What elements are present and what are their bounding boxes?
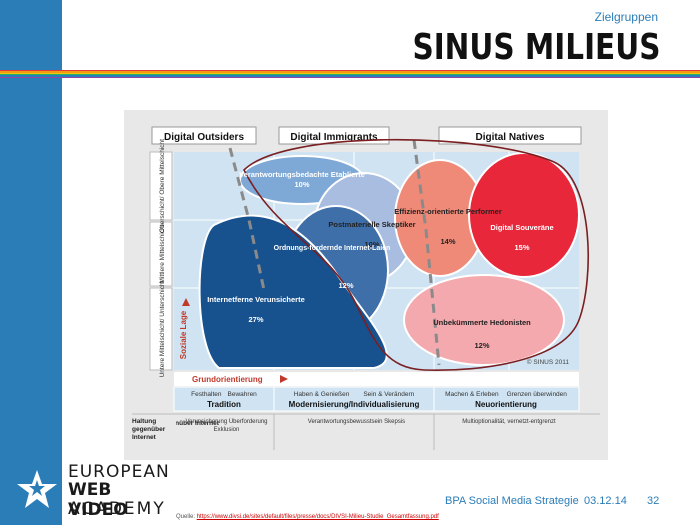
y-axis-title: Soziale Lage [179,310,188,359]
milieu-internetferne [198,214,388,369]
separator-line [412,139,441,366]
deck-title: BPA Social Media Strategie [445,495,579,507]
milieu-diagram: Digital Outsiders Digital Immigrants Dig… [132,126,600,450]
milieu-pct: 10% [294,180,309,189]
y-label: Untere Mittelschicht/ Unterschicht [159,280,166,377]
attitude-cell: Verunsicherung Überforderung Exklusion [185,419,268,433]
milieu-label: Effizienz-orientierte Performer [394,207,502,216]
x-axis-title: Grundorientierung [192,375,263,384]
milieu-label: Verantwortungsbedachte Etablierte [239,170,365,179]
attitude-cell: Verantwortungsbewusstsein Skepsis [307,419,406,425]
section-label: Zielgruppen [594,10,658,24]
group-box [151,126,257,145]
milieu-label: Ordnungs-fordernde Internet-Laien [274,245,391,252]
arrow-right-icon [280,375,288,383]
page-number: 32 [647,495,660,507]
milieu-hedonisten [403,274,565,366]
star-icon [12,464,62,518]
milieu-label: Unbekümmerte Hedonisten [433,318,531,327]
rainbow-stripe [0,70,700,78]
milieu-pct: 27% [248,315,263,324]
milieu-pct: 12% [474,341,489,350]
attitude-label: Haltung gegenüber Internet [134,420,220,427]
orientation-title: Tradition [207,400,241,409]
copyright: © SINUS 2011 [527,358,570,366]
y-label: Oberschicht/ Obere Mittelschicht [159,139,166,233]
orientation-title: Modernisierung/Individualisierung [289,400,420,409]
sinus-milieu-figure: Digital Outsiders Digital Immigrants Dig… [124,110,608,460]
milieu-pct: 12% [338,281,353,290]
group-label: Digital Immigrants [290,132,378,143]
milieu-pct: 10% [364,240,379,249]
source-note: Quelle: https://www.divsi.de/sites/defau… [176,514,439,520]
group-label: Digital Outsiders [164,132,244,143]
y-label: Mittlere Mittelschicht [159,224,166,283]
separator-line [228,147,266,291]
deck-date: 03.12.14 [584,495,627,507]
milieu-pct: 15% [514,243,529,252]
attitude-cell: Multioptionalität, vernetzt-entgrenzt [462,419,556,425]
milieu-pct: 14% [440,237,455,246]
milieu-label: Postmaterielle Skeptiker [328,220,415,229]
logo-line1: EUROPEAN [68,462,170,482]
highlight-outline [243,138,589,372]
slide-title: SINUS MILIEUS [411,27,660,68]
sidebar-band [0,0,62,525]
source-link[interactable]: https://www.divsi.de/sites/default/files… [196,514,439,520]
group-label: Digital Natives [476,132,545,143]
group-box [438,126,582,145]
arrow-up-icon [182,298,190,306]
milieu-label: Internetferne Verunsicherte [207,295,305,304]
source-prefix: Quelle: [176,514,197,520]
logo-line3: ACADEMY [68,499,166,519]
milieu-label: Digital Souveräne [490,223,553,232]
logo-line2: WEB VIDEO [68,480,128,520]
academy-logo: EUROPEAN WEB VIDEO ACADEMY [8,462,170,522]
orientation-title: Neuorientierung [475,400,537,409]
attitude-heading: Haltung gegenüber Internet [132,418,176,442]
